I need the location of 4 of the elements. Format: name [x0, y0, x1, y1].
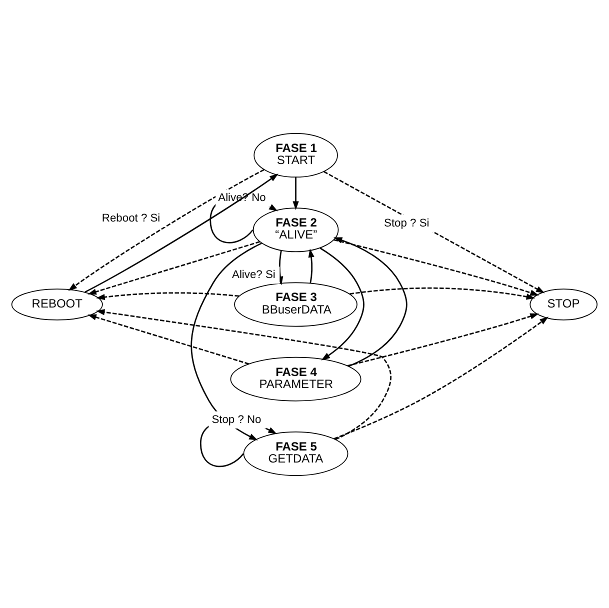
edge-label: Stop ? Si — [384, 216, 430, 229]
edge-label: Stop ? No — [212, 413, 262, 426]
edge-label: Alive? Si — [232, 268, 276, 281]
edge-label: Reboot ? Si — [102, 212, 160, 224]
